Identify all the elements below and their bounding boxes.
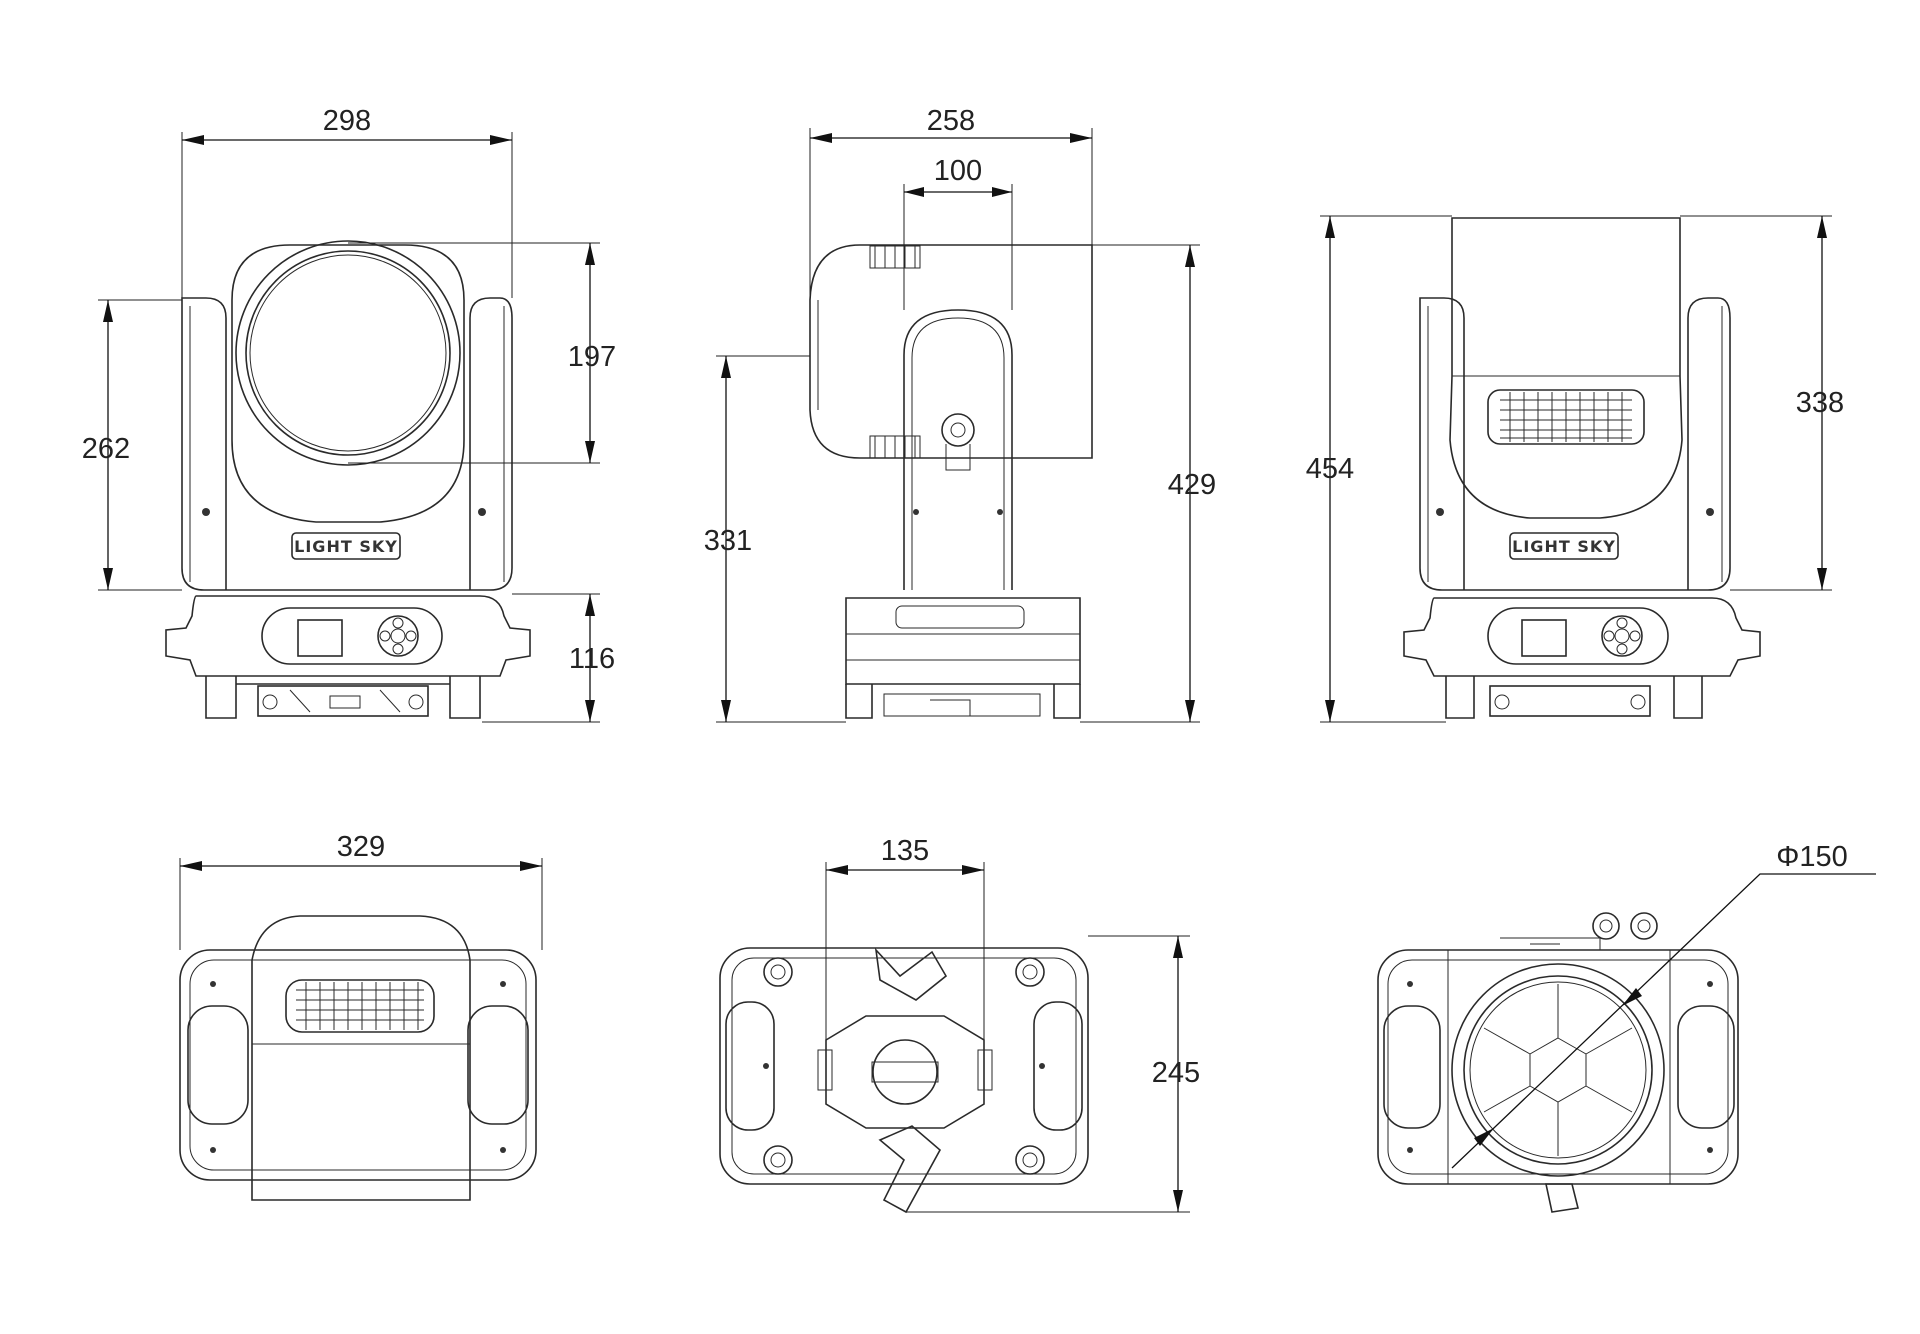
front-logo-text: LIGHT SKY xyxy=(294,537,398,556)
dim-rear-total-height: 454 xyxy=(1306,215,1452,723)
bottom-corner-feet xyxy=(763,957,1045,1175)
dim-front-width: 298 xyxy=(181,105,513,298)
lens-face-connectors xyxy=(1500,912,1658,950)
bottom-omega-clamp xyxy=(817,947,993,1214)
dim-front-head-height-label: 262 xyxy=(82,433,130,465)
front-feet xyxy=(205,676,481,719)
dim-rear-head-height: 338 xyxy=(1680,215,1844,591)
lens-face-handle-left xyxy=(1383,1005,1441,1129)
rear-logo-plate xyxy=(1509,532,1619,560)
rear-clamp xyxy=(1489,685,1651,717)
dim-side-arm-depth: 100 xyxy=(903,155,1013,310)
lens-face-handle-right xyxy=(1677,1005,1735,1129)
dim-side-total-height: 429 xyxy=(1080,244,1216,723)
lens-face-honeycomb xyxy=(1483,984,1633,1156)
front-view: LIGHT SKY xyxy=(165,240,531,719)
front-lens-housing xyxy=(231,244,465,523)
top-head xyxy=(251,915,471,1201)
top-base-outline xyxy=(179,949,537,1181)
dim-side-pivot-height-label: 331 xyxy=(704,525,752,557)
dim-front-base-height: 116 xyxy=(482,593,615,723)
front-control-panel xyxy=(261,607,443,665)
dim-lens-diameter-label: Φ150 xyxy=(1776,841,1848,873)
rear-logo-text: LIGHT SKY xyxy=(1512,537,1616,556)
rear-feet xyxy=(1445,676,1703,719)
dim-lens-diameter: Φ150 xyxy=(1451,841,1876,1169)
dim-top-width-label: 329 xyxy=(337,831,385,863)
bottom-handle-left xyxy=(725,1001,775,1131)
front-lens-ring xyxy=(235,240,461,466)
dimensions: 298 262 197 116 xyxy=(82,105,1876,1213)
bottom-handle-right xyxy=(1033,1001,1083,1131)
dim-side-total-height-label: 429 xyxy=(1168,469,1216,501)
dim-bottom-depth: 245 xyxy=(906,935,1200,1213)
lens-face-lens xyxy=(1463,975,1653,1165)
front-base xyxy=(165,595,531,677)
front-control-buttons xyxy=(377,615,419,657)
rear-control-buttons xyxy=(1601,615,1643,657)
top-vent-grille xyxy=(285,979,435,1033)
dim-bottom-clamp-width-label: 135 xyxy=(881,835,929,867)
top-view xyxy=(179,915,537,1201)
front-display xyxy=(297,619,343,657)
side-lens-barrel xyxy=(930,244,1093,459)
side-feet xyxy=(845,684,1081,719)
rear-vent-grille xyxy=(1487,389,1645,445)
dim-front-width-label: 298 xyxy=(323,105,371,137)
rear-control-panel xyxy=(1487,607,1669,665)
dim-rear-total-height-label: 454 xyxy=(1306,453,1354,485)
dim-side-depth: 258 xyxy=(809,105,1093,300)
bottom-view xyxy=(719,947,1089,1214)
side-base xyxy=(845,597,1081,685)
rear-yoke xyxy=(1419,297,1731,591)
lens-face-view xyxy=(1377,912,1739,1213)
rear-head-cover xyxy=(1449,217,1683,519)
side-head-back xyxy=(809,244,930,459)
side-view xyxy=(809,244,1093,719)
dim-front-lens-height-label: 197 xyxy=(568,341,616,373)
top-handle-right xyxy=(467,1005,529,1125)
dim-front-base-height-label: 116 xyxy=(569,643,615,675)
rear-view: LIGHT SKY xyxy=(1403,217,1761,719)
rear-base xyxy=(1403,597,1761,677)
lens-face-outer-ring xyxy=(1451,963,1665,1177)
side-yoke-arm xyxy=(903,309,1013,590)
front-logo-plate xyxy=(291,532,401,560)
dim-side-pivot-height: 331 xyxy=(704,355,846,723)
dim-bottom-clamp-width: 135 xyxy=(825,835,985,1040)
rear-display xyxy=(1521,619,1567,657)
front-clamp xyxy=(257,685,429,717)
dim-front-lens-height: 197 xyxy=(348,242,616,464)
dim-rear-head-height-label: 338 xyxy=(1796,387,1844,419)
bottom-base-outline xyxy=(719,947,1089,1185)
dim-front-head-height: 262 xyxy=(82,299,182,591)
dim-top-width: 329 xyxy=(179,831,543,950)
top-handle-left xyxy=(187,1005,249,1125)
dim-bottom-depth-label: 245 xyxy=(1152,1057,1200,1089)
dim-side-depth-label: 258 xyxy=(927,105,975,137)
side-pivot-knob xyxy=(941,413,975,447)
dim-side-arm-depth-label: 100 xyxy=(934,155,982,187)
front-yoke xyxy=(181,297,513,591)
side-cooling-fins xyxy=(869,245,921,459)
front-lens xyxy=(245,250,451,456)
